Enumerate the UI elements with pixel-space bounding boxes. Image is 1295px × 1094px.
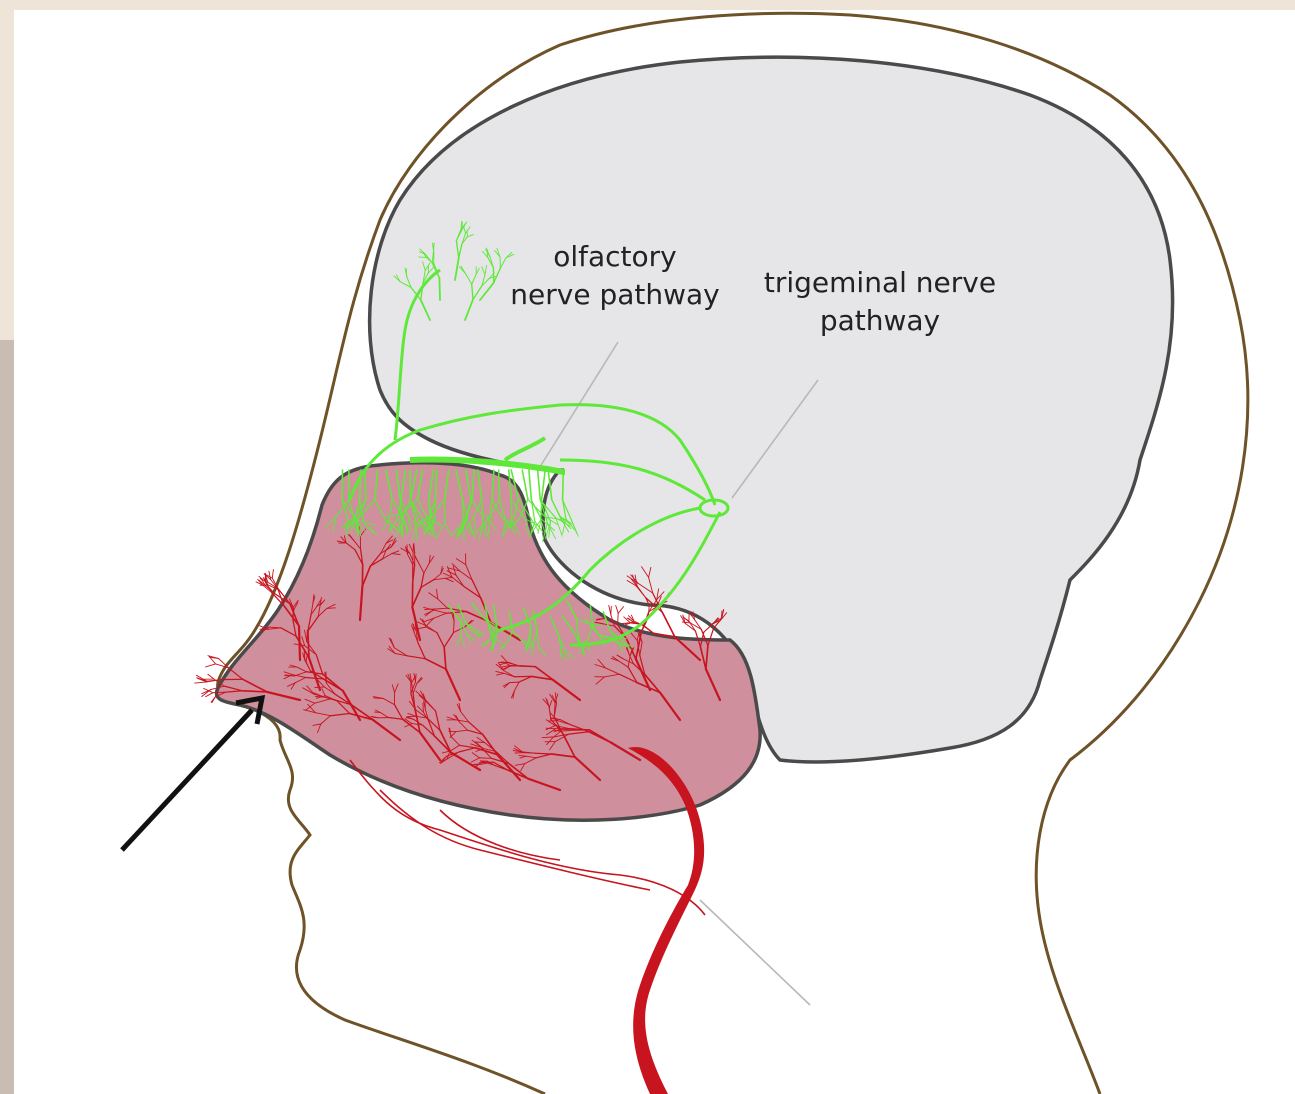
branch-segment bbox=[563, 470, 564, 500]
branch-segment bbox=[531, 518, 532, 533]
branch-segment bbox=[704, 624, 713, 632]
branch-segment bbox=[208, 674, 214, 679]
vessel-leader-line bbox=[700, 900, 810, 1005]
branch-segment bbox=[374, 698, 384, 699]
branch-segment bbox=[423, 703, 424, 712]
branch-segment bbox=[299, 626, 300, 660]
branch-segment bbox=[611, 606, 612, 614]
olfactory-label-line-1: olfactory bbox=[490, 238, 740, 276]
branch-segment bbox=[541, 500, 542, 520]
branch-segment bbox=[206, 693, 213, 697]
branch-segment bbox=[272, 569, 273, 578]
branch-segment bbox=[454, 621, 455, 633]
branch-segment bbox=[561, 648, 562, 656]
branch-segment bbox=[206, 664, 216, 667]
branch-segment bbox=[662, 612, 675, 637]
olfactory-label-line-2: nerve pathway bbox=[490, 276, 740, 314]
branch-segment bbox=[375, 712, 381, 713]
branch-segment bbox=[685, 623, 695, 631]
trigeminal-label-line-2: pathway bbox=[745, 302, 1015, 340]
olfactory-nerve-pathway-label: olfactory nerve pathway bbox=[490, 238, 740, 314]
branch-segment bbox=[510, 682, 519, 683]
branch-segment bbox=[535, 753, 551, 754]
branch-segment bbox=[461, 621, 462, 636]
branch-segment bbox=[419, 257, 426, 258]
branch-segment bbox=[475, 742, 485, 743]
branch-segment bbox=[360, 470, 361, 500]
branch-segment bbox=[616, 606, 619, 614]
branch-segment bbox=[195, 682, 207, 683]
branch-segment bbox=[243, 691, 268, 692]
branch-segment bbox=[618, 613, 619, 625]
branch-segment bbox=[529, 470, 532, 500]
arrow-up-right-icon bbox=[122, 698, 262, 850]
branch-segment bbox=[416, 674, 417, 682]
branch-segment bbox=[212, 697, 216, 703]
branch-segment bbox=[542, 737, 553, 738]
branch-segment bbox=[499, 470, 500, 500]
trigeminal-label-line-1: trigeminal nerve bbox=[745, 264, 1015, 302]
branch-segment bbox=[265, 582, 271, 593]
trigeminal-nerve-pathway-label: trigeminal nerve pathway bbox=[745, 264, 1015, 340]
branch-segment bbox=[618, 607, 623, 614]
branch-segment bbox=[538, 470, 541, 500]
branch-segment bbox=[580, 644, 581, 653]
branch-segment bbox=[523, 753, 535, 754]
branch-segment bbox=[520, 666, 536, 667]
branch-segment bbox=[308, 631, 309, 658]
branch-segment bbox=[439, 278, 440, 300]
branch-segment bbox=[425, 609, 435, 610]
